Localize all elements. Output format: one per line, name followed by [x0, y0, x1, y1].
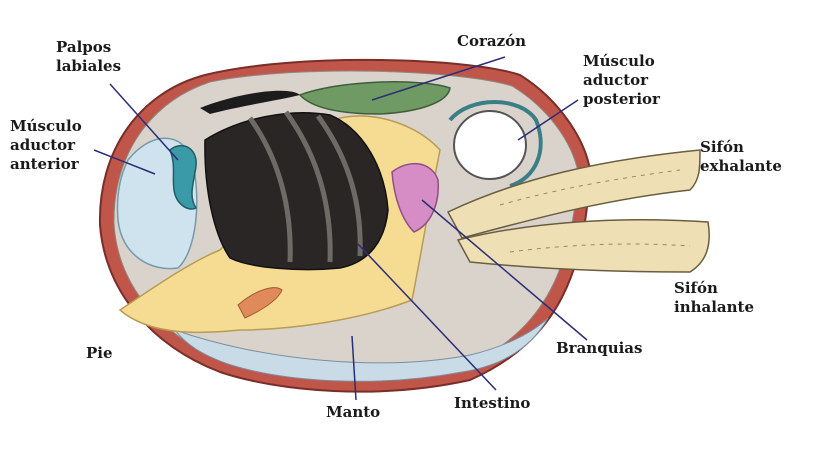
- label-sifon-exhalante: Sifón exhalante: [700, 138, 782, 176]
- label-anterior-line-3: anterior: [10, 155, 82, 174]
- label-palpos-line-1: Palpos: [56, 38, 121, 57]
- label-palpos-labiales: Palpos labiales: [56, 38, 121, 76]
- label-branquias: Branquias: [556, 339, 642, 358]
- label-inhalante-line-1: Sifón: [674, 279, 754, 298]
- label-posterior-line-2: aductor: [583, 71, 660, 90]
- label-musculo-aductor-posterior: Músculo aductor posterior: [583, 52, 660, 109]
- label-inhalante-line-2: inhalante: [674, 298, 754, 317]
- label-musculo-aductor-anterior: Músculo aductor anterior: [10, 117, 82, 174]
- posterior-adductor-muscle: [454, 111, 526, 179]
- label-anterior-line-2: aductor: [10, 136, 82, 155]
- label-exhalante-line-2: exhalante: [700, 157, 782, 176]
- label-posterior-line-1: Músculo: [583, 52, 660, 71]
- label-intestino: Intestino: [454, 394, 530, 413]
- label-exhalante-line-1: Sifón: [700, 138, 782, 157]
- label-posterior-line-3: posterior: [583, 90, 660, 109]
- label-sifon-inhalante: Sifón inhalante: [674, 279, 754, 317]
- label-manto: Manto: [326, 403, 380, 422]
- label-anterior-line-1: Músculo: [10, 117, 82, 136]
- label-pie: Pie: [86, 344, 113, 363]
- label-corazon: Corazón: [457, 32, 526, 51]
- label-palpos-line-2: labiales: [56, 57, 121, 76]
